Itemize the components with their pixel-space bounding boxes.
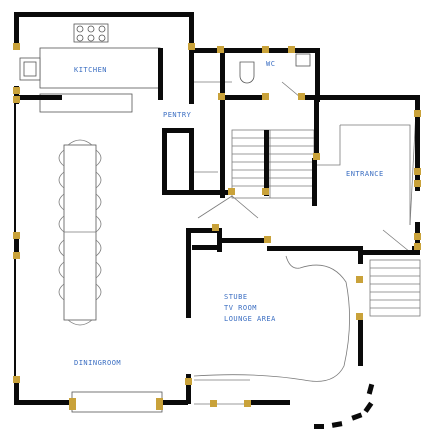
- dining-table: [63, 144, 97, 321]
- entrance-outline: [315, 124, 411, 225]
- stove-burner-icon: [87, 34, 95, 42]
- stairs-right: [369, 259, 421, 317]
- sink-basin-icon: [23, 61, 37, 77]
- room-label-kitchen: KITCHEN: [74, 66, 107, 74]
- room-label-wc: WC: [266, 60, 275, 68]
- stove-burner-icon: [98, 34, 106, 42]
- curved-wall-segments: [314, 383, 375, 429]
- dining-chair-bottom: [67, 319, 93, 326]
- room-label-diningroom: DININGROOM: [74, 359, 121, 367]
- stove-burner-icon: [76, 34, 84, 42]
- stairs-central: [231, 129, 315, 199]
- wc-sink-icon: [295, 53, 311, 67]
- fixtures: [19, 23, 421, 413]
- dining-chairs-right: [95, 149, 102, 301]
- stove-burner-icon: [87, 25, 95, 33]
- toilet-icon: [239, 61, 255, 84]
- kitchen-island: [39, 93, 133, 113]
- kitchen-counter-top: [39, 47, 161, 89]
- window-bench: [71, 391, 163, 413]
- room-label-tv-room: TV ROOM: [224, 304, 257, 312]
- room-label-entrance: ENTRANCE: [346, 170, 384, 178]
- dining-chair-top: [67, 139, 93, 146]
- lounge-area-outline: [193, 255, 350, 382]
- room-label-stube: STUBE: [224, 293, 248, 301]
- room-label-lounge-area: LOUNGE AREA: [224, 315, 276, 323]
- stove-burner-icon: [98, 25, 106, 33]
- stove-burner-icon: [76, 25, 84, 33]
- walls: [14, 12, 420, 405]
- room-labels: KITCHEN PENTRY WC ENTRANCE STUBE TV ROOM…: [74, 60, 384, 367]
- dining-chairs-left: [58, 149, 65, 301]
- room-label-pentry: PENTRY: [163, 111, 192, 119]
- structural-posts: [13, 43, 421, 410]
